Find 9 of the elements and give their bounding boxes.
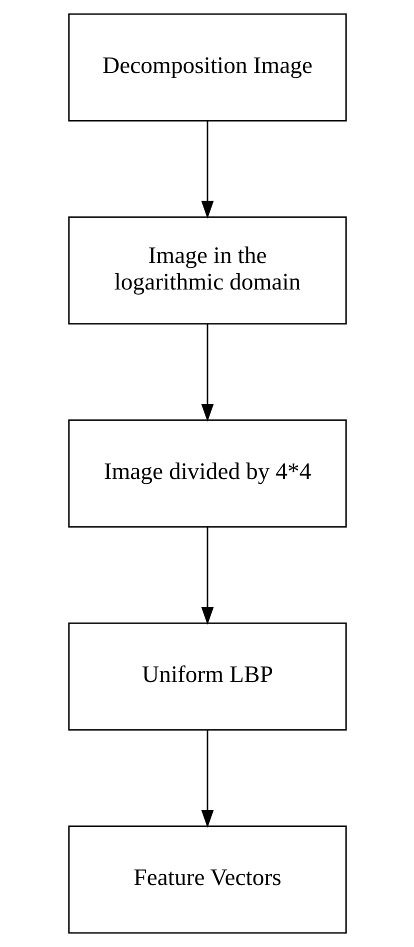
arrow — [200, 324, 214, 422]
node-box: Feature Vectors — [68, 826, 346, 934]
node-box: Image divided by 4*4 — [68, 419, 346, 528]
node-box: Image in the logarithmic domain — [68, 216, 346, 325]
arrow — [200, 527, 214, 625]
node-box: Uniform LBP — [68, 622, 346, 731]
node-box: Decomposition Image — [68, 13, 346, 122]
arrow — [200, 730, 214, 828]
arrow — [200, 120, 214, 219]
